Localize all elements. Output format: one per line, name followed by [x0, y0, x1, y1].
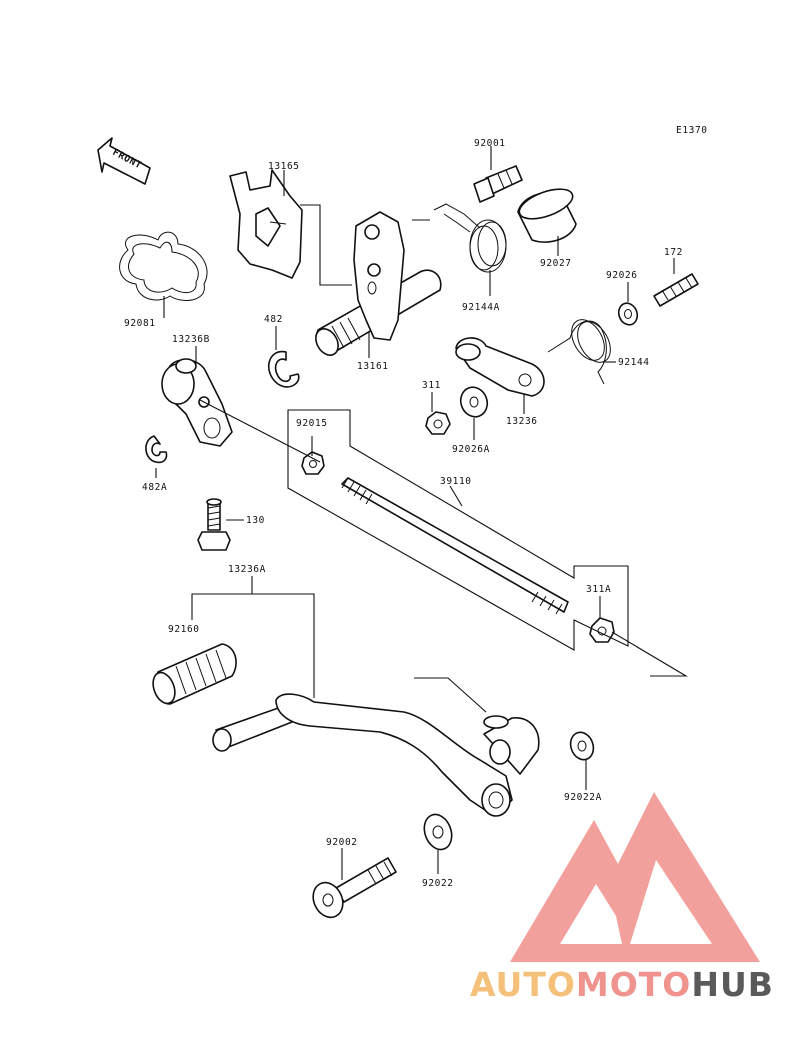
label-92144A: 92144A [462, 302, 500, 313]
diagram-code: E1370 [676, 125, 708, 136]
label-13236A: 13236A [228, 564, 266, 575]
part-92022-washer [423, 813, 453, 851]
label-92022A: 92022A [564, 792, 602, 803]
label-13236: 13236 [506, 416, 538, 427]
part-labels: 92001 13165 92027 172 92026 92081 482 13… [124, 138, 683, 889]
front-arrow-icon: FRONT [97, 137, 151, 185]
label-482: 482 [264, 314, 283, 325]
part-92160-rubber [152, 643, 237, 705]
part-92144-spring [547, 319, 611, 385]
label-13161: 13161 [357, 361, 389, 372]
watermark-moto: MOTO [576, 965, 691, 1004]
svg-text:AUTOMOTOHUB: AUTOMOTOHUB [470, 965, 774, 1004]
label-13236B: 13236B [172, 334, 210, 345]
label-482A: 482A [142, 482, 167, 493]
part-482-circlip [267, 350, 300, 388]
label-311: 311 [422, 380, 441, 391]
label-92081: 92081 [124, 318, 156, 329]
label-13165: 13165 [268, 161, 300, 172]
label-92026: 92026 [606, 270, 638, 281]
label-92160: 92160 [168, 624, 200, 635]
part-92001-bolt [473, 165, 523, 203]
label-92002: 92002 [326, 837, 358, 848]
part-13165-plate [229, 169, 303, 279]
watermark-logo: AUTOMOTOHUB [470, 792, 774, 1004]
part-13161-shaft [315, 211, 442, 356]
part-92026-washer [617, 302, 639, 326]
part-92022A-washer [569, 731, 595, 761]
watermark-hub: HUB [691, 965, 774, 1004]
label-92144: 92144 [618, 357, 650, 368]
leader-lines [155, 146, 689, 880]
part-13236A-pedal [212, 693, 540, 817]
label-311A: 311A [586, 584, 611, 595]
part-130-bolt [197, 498, 231, 551]
part-482A-circlip [145, 435, 168, 464]
label-92026A: 92026A [452, 444, 490, 455]
part-13236-arm [455, 337, 545, 397]
part-92026A-washer [459, 386, 489, 418]
label-130: 130 [246, 515, 265, 526]
part-311-nut [425, 411, 451, 435]
label-92001: 92001 [474, 138, 506, 149]
part-92081-ring [119, 231, 208, 301]
label-92015: 92015 [296, 418, 328, 429]
label-92027: 92027 [540, 258, 572, 269]
part-92015-nut [301, 451, 325, 475]
part-92144A-spring [433, 203, 507, 273]
part-92002-bolt [312, 857, 397, 919]
watermark-auto: AUTO [470, 965, 576, 1004]
watermark-triangle-icon [510, 792, 760, 962]
part-39110-rod [341, 477, 569, 615]
label-39110: 39110 [440, 476, 472, 487]
part-172-pin [653, 273, 699, 307]
label-172: 172 [664, 247, 683, 258]
label-92022: 92022 [422, 878, 454, 889]
part-13236B-lever [161, 358, 233, 447]
part-92027-collar [517, 188, 577, 243]
